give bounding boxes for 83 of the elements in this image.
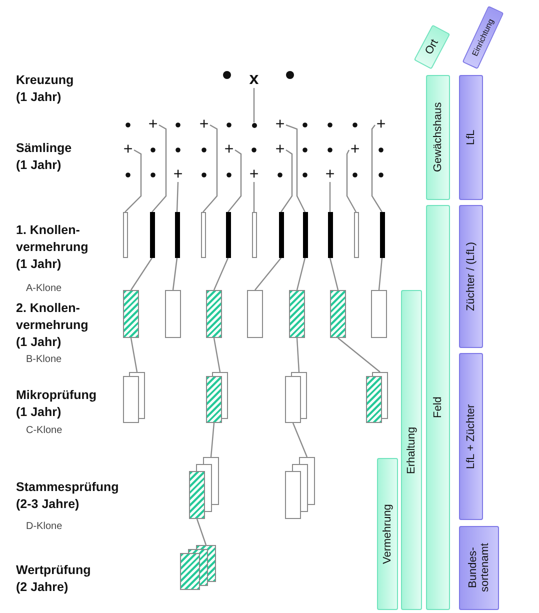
clone-bar bbox=[174, 212, 180, 258]
connector-line bbox=[280, 150, 293, 212]
location-header-tag: Ort bbox=[414, 24, 450, 70]
clone-plot-stack bbox=[285, 372, 307, 423]
clone-plot bbox=[123, 290, 139, 338]
connector-line bbox=[286, 124, 306, 212]
clone-bar bbox=[226, 212, 230, 258]
selection-mark: + bbox=[274, 143, 286, 157]
connector-line bbox=[346, 150, 357, 212]
connector-line bbox=[254, 258, 282, 290]
connector-line bbox=[329, 182, 331, 212]
connector-line bbox=[296, 338, 300, 372]
stage-label: Mikroprüfung (1 Jahr) bbox=[16, 387, 98, 421]
clone-bar bbox=[278, 212, 284, 258]
clone-plot bbox=[371, 290, 387, 338]
connector-line bbox=[253, 182, 255, 212]
clone-plot-stack bbox=[206, 372, 228, 423]
clone-plot-stack bbox=[285, 457, 315, 519]
clone-bar bbox=[122, 212, 128, 258]
clone-bar bbox=[380, 212, 384, 258]
connector-line bbox=[130, 258, 152, 290]
selection-mark: + bbox=[198, 118, 210, 132]
cross-symbol: x bbox=[247, 72, 261, 88]
selection-mark: + bbox=[274, 118, 286, 132]
clone-bar bbox=[328, 212, 332, 258]
connector-line bbox=[202, 124, 218, 212]
selection-mark: + bbox=[248, 168, 260, 182]
location-band: Gewächshaus bbox=[426, 75, 450, 200]
clone-plot bbox=[289, 290, 305, 338]
connector-line bbox=[210, 422, 215, 458]
institution-band: Züchter / (LfL) bbox=[459, 205, 483, 348]
selection-mark: + bbox=[147, 118, 159, 132]
clone-bar bbox=[252, 212, 256, 258]
stage-label: Sämlinge (1 Jahr) bbox=[16, 140, 73, 174]
selection-mark: + bbox=[172, 168, 184, 182]
connector-line bbox=[176, 182, 179, 212]
connector-line bbox=[371, 124, 382, 212]
connector-line bbox=[196, 518, 207, 546]
connector-line bbox=[253, 88, 255, 122]
institution-band: Bundes- sortenamt bbox=[459, 526, 499, 610]
connector-line bbox=[213, 338, 221, 372]
connector-line bbox=[213, 258, 229, 290]
clone-generation-label: A-Klone bbox=[26, 283, 62, 295]
connector-line bbox=[152, 124, 167, 212]
clone-plot bbox=[330, 290, 346, 338]
selection-mark: + bbox=[223, 143, 235, 157]
connector-line bbox=[228, 150, 242, 212]
institution-band: LfL bbox=[459, 75, 483, 200]
selection-mark: + bbox=[324, 168, 336, 182]
clone-bar bbox=[200, 212, 206, 258]
institution-band: LfL + Züchter bbox=[459, 353, 483, 520]
connector-line bbox=[172, 258, 178, 290]
clone-generation-label: C-Klone bbox=[26, 425, 62, 437]
location-band: Vermehrung bbox=[377, 458, 398, 610]
clone-plot-stack bbox=[123, 372, 145, 423]
clone-plot bbox=[165, 290, 181, 338]
stage-label: Stammesprüfung (2-3 Jahre) bbox=[16, 479, 120, 513]
clone-plot-stack bbox=[366, 372, 388, 423]
connector-line bbox=[378, 258, 383, 290]
clone-plot bbox=[206, 290, 222, 338]
selection-mark: + bbox=[349, 143, 361, 157]
connector-line bbox=[329, 258, 339, 290]
stage-label: 2. Knollen- vermehrung (1 Jahr) bbox=[16, 300, 90, 351]
location-band: Erhaltung bbox=[401, 290, 422, 610]
clone-bar bbox=[302, 212, 308, 258]
location-band: Feld bbox=[426, 205, 450, 610]
stage-label: Kreuzung (1 Jahr) bbox=[16, 72, 75, 106]
stage-label: Wertprüfung (2 Jahre) bbox=[16, 562, 92, 596]
clone-generation-label: D-Klone bbox=[26, 521, 62, 533]
connector-line bbox=[124, 149, 142, 212]
clone-plot-stack bbox=[180, 545, 216, 590]
clone-plot-stack bbox=[189, 457, 219, 519]
clone-generation-label: B-Klone bbox=[26, 354, 62, 366]
clone-bar bbox=[354, 212, 358, 258]
seedling-dot bbox=[252, 122, 256, 128]
clone-bar bbox=[150, 212, 154, 258]
connector-line bbox=[130, 338, 138, 372]
selection-mark: + bbox=[375, 118, 387, 132]
selection-mark: + bbox=[122, 143, 134, 157]
clone-plot bbox=[247, 290, 263, 338]
stage-label: 1. Knollen- vermehrung (1 Jahr) bbox=[16, 222, 90, 273]
connector-line bbox=[338, 338, 380, 372]
connector-line bbox=[296, 258, 306, 290]
